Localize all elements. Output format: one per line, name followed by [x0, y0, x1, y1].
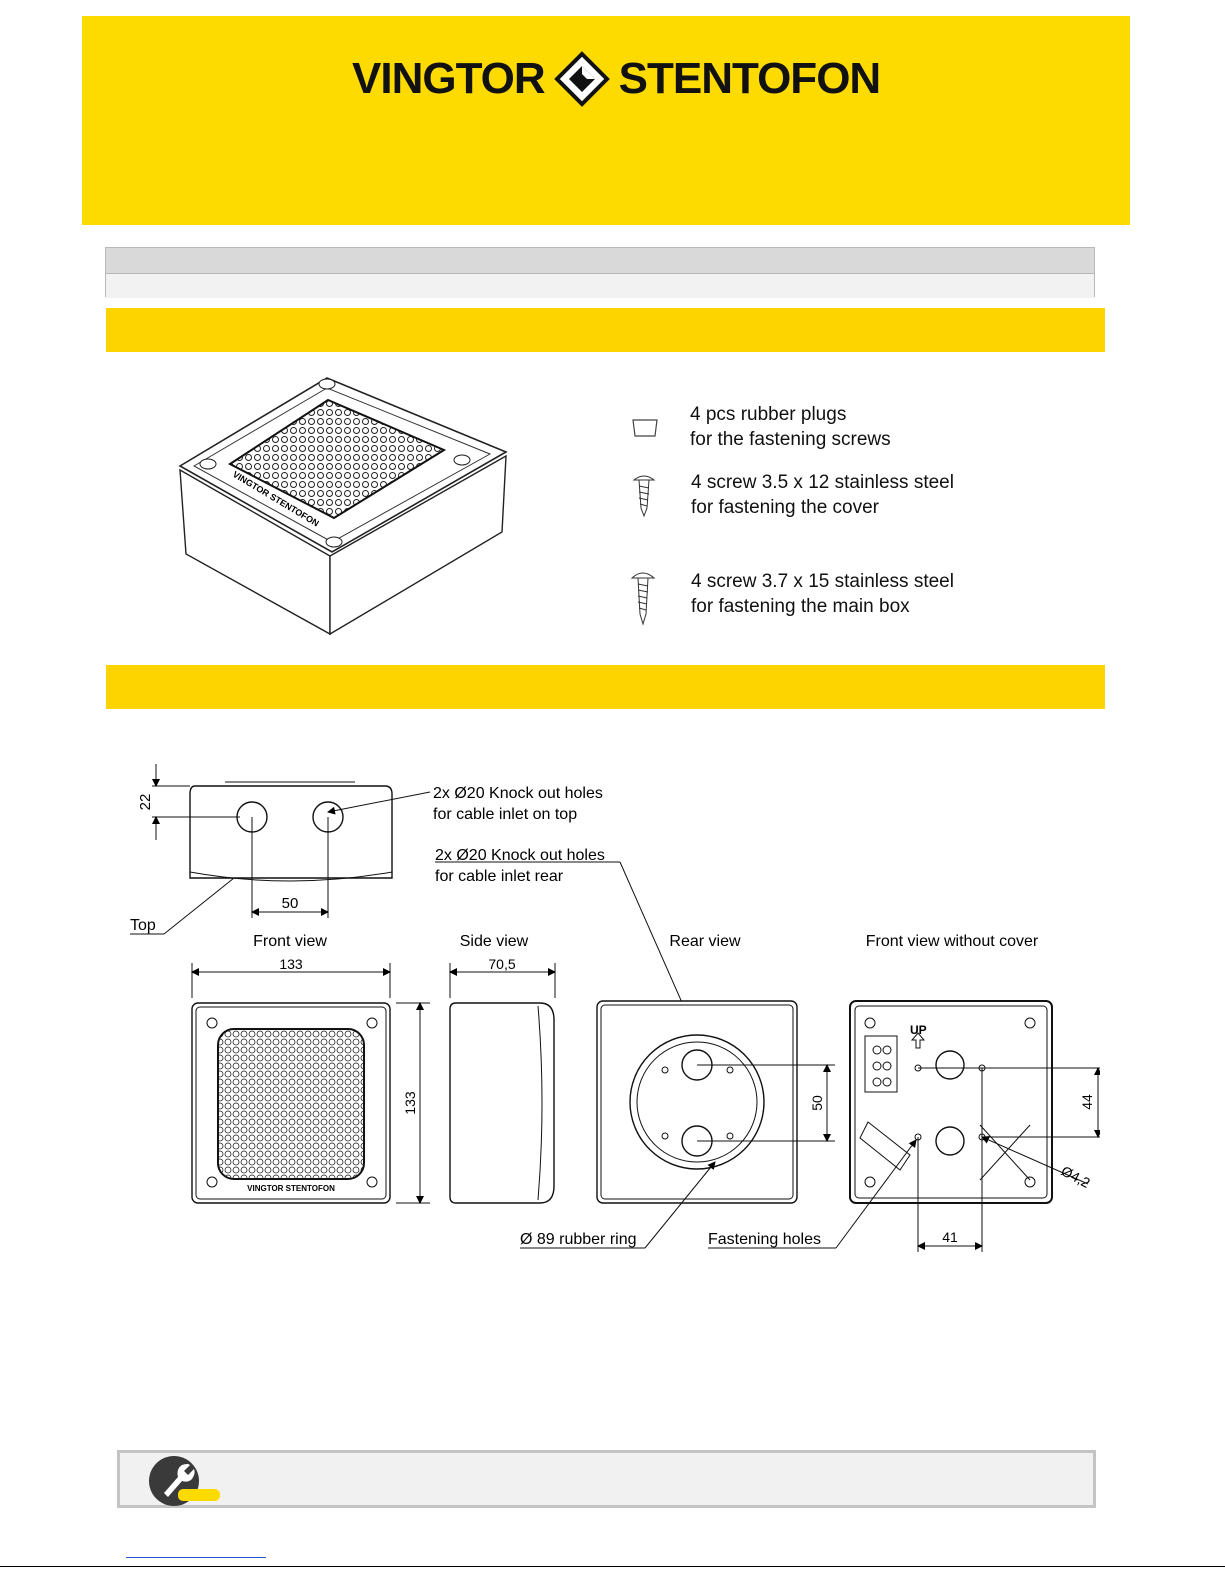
top-view: 22 50 Top 2x Ø20 Knock out holes for cab…	[130, 764, 603, 935]
knock-top-line1: 2x Ø20 Knock out holes	[433, 785, 603, 802]
side-view: 70,5	[449, 956, 556, 1204]
view-title-front: Front view	[253, 933, 327, 950]
view-title-rear: Rear view	[669, 933, 741, 950]
front-logo: VINGTOR STENTOFON	[247, 1184, 335, 1193]
hole-diameter-label: Ø4,2	[1059, 1163, 1093, 1191]
section-bar-dimensions	[106, 665, 1105, 709]
part-3: 4 screw 3.7 x 15 stainless steel for fas…	[691, 571, 954, 617]
title-table-row-2	[106, 274, 1094, 298]
knock-rear-line2: for cable inlet rear	[435, 868, 564, 885]
top-label: Top	[130, 917, 156, 934]
fastening-holes-label: Fastening holes	[708, 1231, 821, 1248]
rubber-plug-icon	[632, 419, 658, 437]
dim-top-spacing: 50	[282, 895, 299, 912]
footer-divider	[0, 1566, 1225, 1567]
section-bar-contents	[106, 308, 1105, 352]
screw-long-icon	[630, 572, 656, 626]
rear-view: 50 Ø 89 rubber ring	[520, 1000, 835, 1249]
front-view: 133 VINGTOR STENTOFON 133	[191, 956, 430, 1204]
knock-top-line2: for cable inlet on top	[433, 806, 577, 823]
header-banner	[82, 16, 1130, 225]
wrench-icon	[149, 1456, 220, 1506]
dim-mount-vertical: 44	[1079, 1094, 1095, 1110]
knock-rear-line1: 2x Ø20 Knock out holes	[435, 847, 605, 864]
title-table	[105, 247, 1095, 298]
dim-rear-spacing: 50	[809, 1095, 825, 1111]
footer-link[interactable]	[126, 1557, 266, 1558]
part-1: 4 pcs rubber plugs for the fastening scr…	[690, 404, 891, 450]
speaker-illustration: VINGTOR STENTOFON	[178, 377, 508, 636]
view-title-front-open: Front view without cover	[866, 933, 1039, 950]
brand-right: STENTOFON	[618, 54, 882, 103]
dim-side-depth: 70,5	[488, 956, 515, 972]
dimension-drawing: 22 50 Top 2x Ø20 Knock out holes for cab…	[130, 764, 1100, 1252]
view-title-side: Side view	[460, 933, 529, 950]
dim-front-width: 133	[279, 956, 303, 972]
dim-mount-horizontal: 41	[942, 1229, 958, 1245]
brand-left: VINGTOR	[352, 54, 546, 103]
dim-front-height: 133	[402, 1091, 418, 1115]
screw-short-icon	[632, 475, 656, 518]
rubber-ring-label: Ø 89 rubber ring	[520, 1231, 637, 1248]
note-box	[117, 1450, 1096, 1508]
title-table-row-1	[106, 248, 1094, 274]
dim-top-height: 22	[137, 794, 154, 811]
brand-mark-icon	[553, 51, 610, 107]
part-2: 4 screw 3.5 x 12 stainless steel for fas…	[691, 472, 954, 518]
up-label: UP	[910, 1023, 927, 1037]
brand-logo: VINGTOR STENTOFON	[352, 51, 882, 107]
